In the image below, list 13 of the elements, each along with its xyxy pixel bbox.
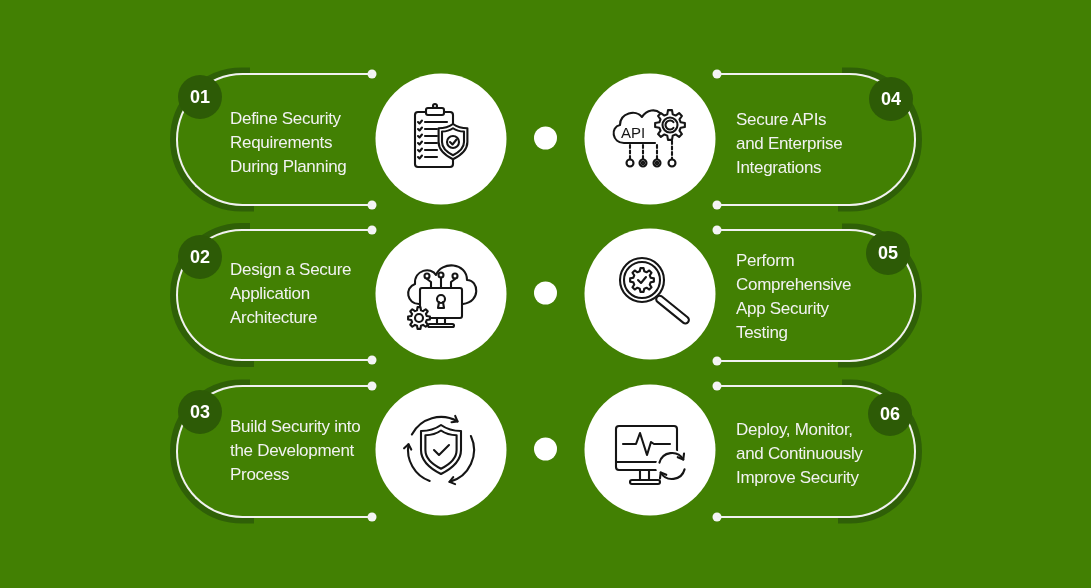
step-number: 03: [178, 390, 222, 434]
step-title: Deploy, Monitor, and Continuously Improve Security: [736, 419, 864, 489]
step-number: 06: [868, 392, 912, 436]
step-number: 02: [178, 235, 222, 279]
step-title: Define Security Requirements During Planning: [230, 108, 348, 178]
step-number: 05: [866, 231, 910, 275]
step-title: Perform Comprehensive App Security Testing: [736, 250, 853, 344]
step-title: Design a Secure Application Architecture: [230, 259, 353, 329]
icon-label: API: [620, 123, 646, 141]
step-number: 04: [869, 77, 913, 121]
step-title: Build Security into the Development Process: [230, 416, 362, 486]
step-number: 01: [178, 75, 222, 119]
step-title: Secure APIs and Enterprise Integrations: [736, 109, 844, 179]
